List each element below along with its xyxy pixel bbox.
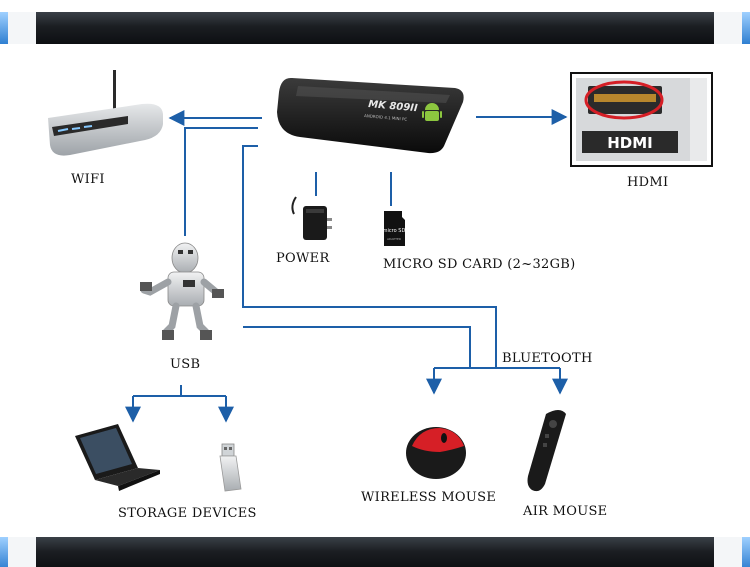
hdmi-port-image: HDMI: [570, 72, 713, 167]
bottom-frame-bar: [0, 537, 750, 567]
top-frame-bar: [0, 12, 750, 44]
label-sd-card: MICRO SD CARD (2~32GB): [383, 257, 576, 272]
line-to-usb: [184, 127, 258, 236]
line-to-bluetooth: [242, 145, 497, 368]
usb-flash-drive-icon: [219, 443, 242, 492]
micro-sd-card-icon: micro SD ADAPTER: [383, 211, 406, 246]
device-subtitle: ANDROID 4.1 MINI PC: [364, 113, 408, 122]
sd-card-brand: micro SD: [383, 228, 406, 234]
label-bluetooth: BLUETOOTH: [502, 351, 593, 366]
laptop-icon: [75, 424, 160, 491]
label-hdmi: HDMI: [627, 175, 669, 190]
hdmi-highlight-circle: [584, 80, 664, 120]
label-wifi: WIFI: [71, 172, 105, 187]
air-mouse-icon: [527, 410, 566, 492]
power-adapter-icon: [291, 196, 332, 240]
label-power: POWER: [276, 251, 330, 266]
device-model: MK 809II: [368, 99, 419, 114]
mini-pc-stick: MK 809II ANDROID 4.1 MINI PC: [277, 77, 464, 154]
label-air-mouse: AIR MOUSE: [523, 504, 608, 519]
hdmi-port-label: HDMI: [607, 134, 653, 152]
usb-hub-robot-icon: [140, 242, 224, 340]
connector-lines: [125, 109, 568, 423]
sd-card-sub: ADAPTER: [387, 237, 401, 241]
label-wireless-mouse: WIRELESS MOUSE: [361, 490, 497, 505]
wireless-mouse-icon: [406, 427, 466, 479]
wifi-router-icon: [48, 70, 163, 156]
line-usb-to-wireless: [243, 326, 471, 368]
label-storage-devices: STORAGE DEVICES: [118, 506, 257, 521]
label-usb: USB: [170, 357, 201, 372]
android-logo-icon: [422, 103, 442, 121]
